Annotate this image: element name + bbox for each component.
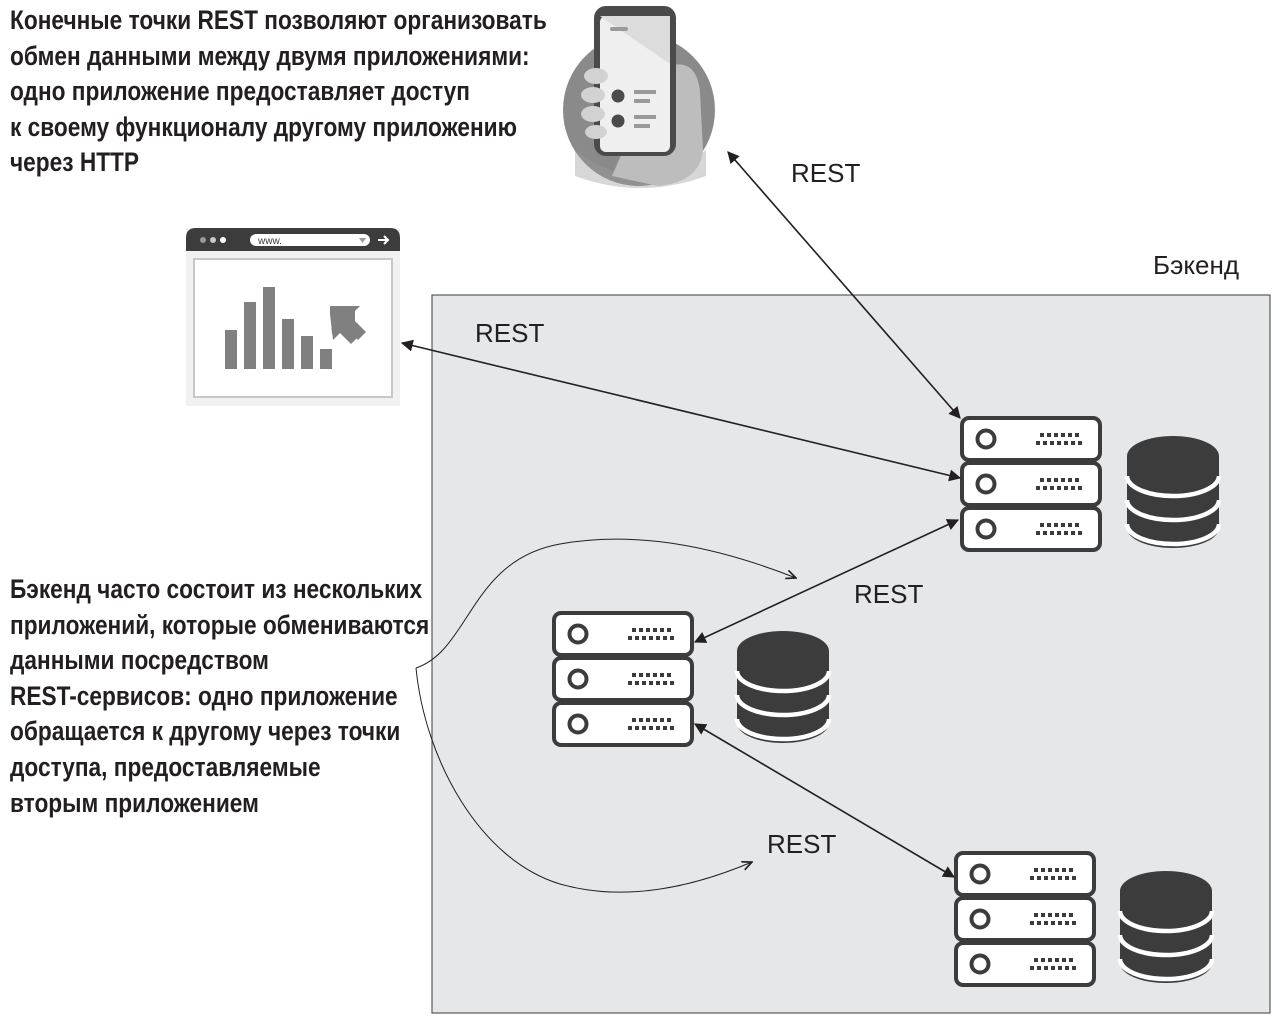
database-icon <box>737 631 829 743</box>
intro-note-line: Конечные точки REST позволяют организова… <box>10 5 547 35</box>
rest-label-mobile: REST <box>791 158 861 188</box>
backend-note-line: приложений, которые обмениваются <box>10 609 430 640</box>
server-rack-icon <box>954 851 1096 987</box>
url-bar <box>250 234 370 246</box>
url-text: www. <box>257 236 282 247</box>
rest-arrow-web <box>400 339 962 482</box>
rest-label-web: REST <box>475 318 545 348</box>
rest-label-internal-lower: REST <box>767 829 837 859</box>
intro-note: Конечные точки REST позволяют организова… <box>10 3 547 181</box>
intro-note-line: одно приложение предоставляет доступ <box>10 76 470 107</box>
database-icon <box>1127 436 1219 548</box>
backend-note-line: обращается к другому через точки <box>10 716 401 747</box>
rest-arrow-internal-upper <box>693 519 960 643</box>
database-icon <box>1120 871 1212 983</box>
backend-note: Бэкенд часто состоит из нескольких прило… <box>10 572 429 821</box>
intro-note-line: через HTTP <box>10 147 140 178</box>
server-rack-icon <box>552 611 694 747</box>
bar-chart-icon <box>225 287 332 369</box>
rest-label-internal-upper: REST <box>854 579 924 609</box>
backend-label: Бэкенд <box>1153 250 1239 280</box>
smartphone-hand-icon <box>563 6 715 188</box>
rest-arrow-internal-lower <box>693 723 956 878</box>
backend-note-line: доступа, предоставляемые <box>10 751 321 782</box>
web-analytics-icon: www. <box>186 228 400 406</box>
backend-note-line: REST-сервисов: одно приложение <box>10 680 398 711</box>
callout-curve-lower <box>415 667 752 893</box>
backend-note-line: Бэкенд часто состоит из нескольких <box>10 574 423 604</box>
backend-note-line: вторым приложением <box>10 787 259 818</box>
intro-note-line: обмен данными между двумя приложениями: <box>10 40 530 71</box>
callout-curve-upper <box>415 538 796 669</box>
backend-note-line: данными посредством <box>10 645 269 676</box>
server-rack-icon <box>960 416 1102 552</box>
intro-note-line: к своему функционалу другому приложению <box>10 111 517 142</box>
